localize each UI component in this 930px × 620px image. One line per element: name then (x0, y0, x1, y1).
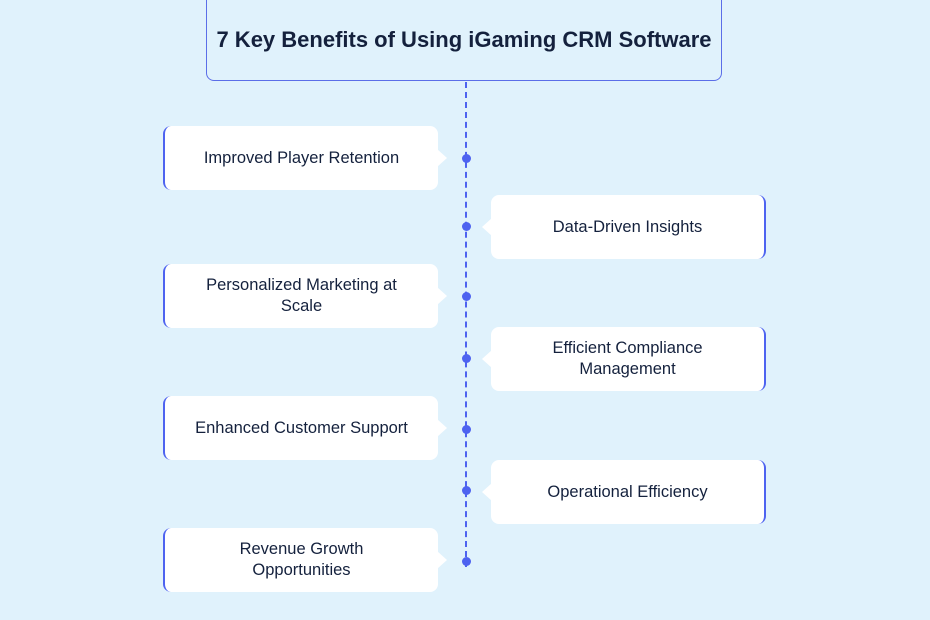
timeline-dot (461, 353, 471, 363)
title-box: 7 Key Benefits of Using iGaming CRM Soft… (206, 0, 722, 81)
benefit-card: Efficient Compliance Management (482, 327, 766, 391)
benefit-label: Operational Efficiency (547, 482, 708, 501)
benefit-label: Data-Driven Insights (552, 217, 703, 236)
timeline-line (465, 82, 467, 567)
diagram-title: 7 Key Benefits of Using iGaming CRM Soft… (216, 27, 712, 52)
benefit-card: Enhanced Customer Support (163, 396, 447, 460)
timeline-dot (461, 485, 471, 495)
timeline-dot (461, 424, 471, 434)
benefit-label: Revenue Growth Opportunities (239, 540, 364, 579)
timeline-dot (461, 153, 471, 163)
benefit-card: Improved Player Retention (163, 126, 447, 190)
timeline-dot (461, 556, 471, 566)
benefit-label: Efficient Compliance Management (552, 339, 703, 378)
benefit-card: Revenue Growth Opportunities (163, 528, 447, 592)
benefit-label: Personalized Marketing at Scale (206, 276, 397, 315)
timeline-dot (461, 221, 471, 231)
timeline-dot (461, 291, 471, 301)
benefit-card: Operational Efficiency (482, 460, 766, 524)
benefit-card: Personalized Marketing at Scale (163, 264, 447, 328)
benefit-card: Data-Driven Insights (482, 195, 766, 259)
benefit-label: Improved Player Retention (203, 148, 400, 167)
benefit-label: Enhanced Customer Support (195, 418, 408, 437)
